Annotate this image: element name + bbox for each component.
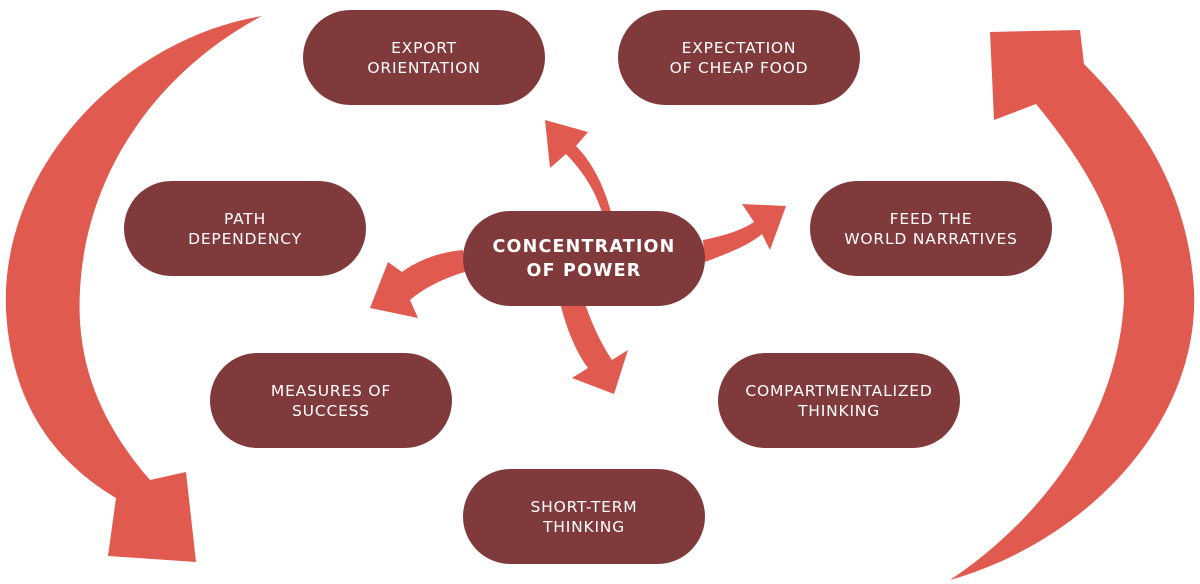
node-measures-line1: MEASURES OF bbox=[270, 381, 392, 400]
node-measures-of-success: MEASURES OF SUCCESS bbox=[210, 353, 452, 448]
arrow-left bbox=[370, 250, 465, 318]
node-concentration-of-power: CONCENTRATION OF POWER bbox=[463, 211, 705, 306]
arrow-down bbox=[560, 300, 628, 394]
node-feed-line2: WORLD NARRATIVES bbox=[844, 229, 1018, 248]
arrow-up bbox=[545, 120, 611, 216]
left-cycle-arrow bbox=[5, 16, 262, 562]
node-cheap-food: EXPECTATION OF CHEAP FOOD bbox=[618, 10, 860, 105]
center-line2: OF POWER bbox=[526, 260, 642, 281]
node-short-line1: SHORT-TERM bbox=[530, 497, 638, 516]
node-cheap-line2: OF CHEAP FOOD bbox=[669, 58, 809, 77]
center-line1: CONCENTRATION bbox=[492, 236, 676, 257]
node-feed-the-world: FEED THE WORLD NARRATIVES bbox=[810, 181, 1052, 276]
node-path-line1: PATH bbox=[223, 209, 267, 228]
node-export-line1: EXPORT bbox=[391, 38, 457, 57]
node-export-orientation: EXPORT ORIENTATION bbox=[303, 10, 545, 105]
node-compart-line2: THINKING bbox=[797, 401, 881, 420]
node-feed-line1: FEED THE bbox=[889, 209, 973, 228]
node-export-line2: ORIENTATION bbox=[367, 58, 481, 77]
node-compart-line1: COMPARTMENTALIZED bbox=[745, 381, 933, 400]
node-short-line2: THINKING bbox=[542, 517, 626, 536]
node-path-line2: DEPENDENCY bbox=[188, 229, 302, 248]
node-path-dependency: PATH DEPENDENCY bbox=[124, 181, 366, 276]
node-short-term-thinking: SHORT-TERM THINKING bbox=[463, 469, 705, 564]
node-compartmentalized-thinking: COMPARTMENTALIZED THINKING bbox=[718, 353, 960, 448]
node-measures-line2: SUCCESS bbox=[292, 401, 370, 420]
right-cycle-arrow bbox=[950, 30, 1195, 580]
node-cheap-line1: EXPECTATION bbox=[681, 38, 797, 57]
arrow-right bbox=[703, 204, 786, 262]
